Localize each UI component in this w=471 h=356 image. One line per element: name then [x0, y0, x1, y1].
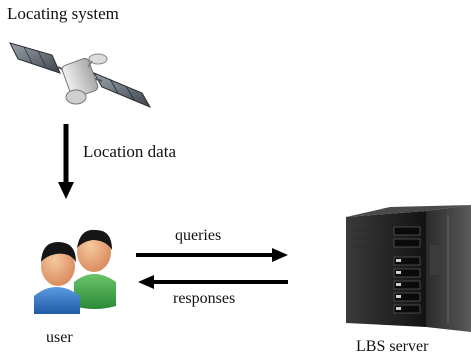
location-data-label: Location data	[83, 142, 176, 161]
user-label: user	[46, 329, 73, 346]
queries-label: queries	[175, 227, 222, 244]
server-tower-icon	[346, 205, 471, 332]
responses-arrow	[138, 275, 288, 289]
users-icon	[34, 229, 116, 314]
lbs-server-label: LBS server	[356, 338, 429, 355]
satellite-icon	[9, 42, 152, 109]
location-data-arrow	[58, 124, 74, 199]
queries-arrow	[136, 248, 288, 262]
responses-label: responses	[173, 290, 236, 307]
locating-system-label: Locating system	[7, 4, 119, 23]
